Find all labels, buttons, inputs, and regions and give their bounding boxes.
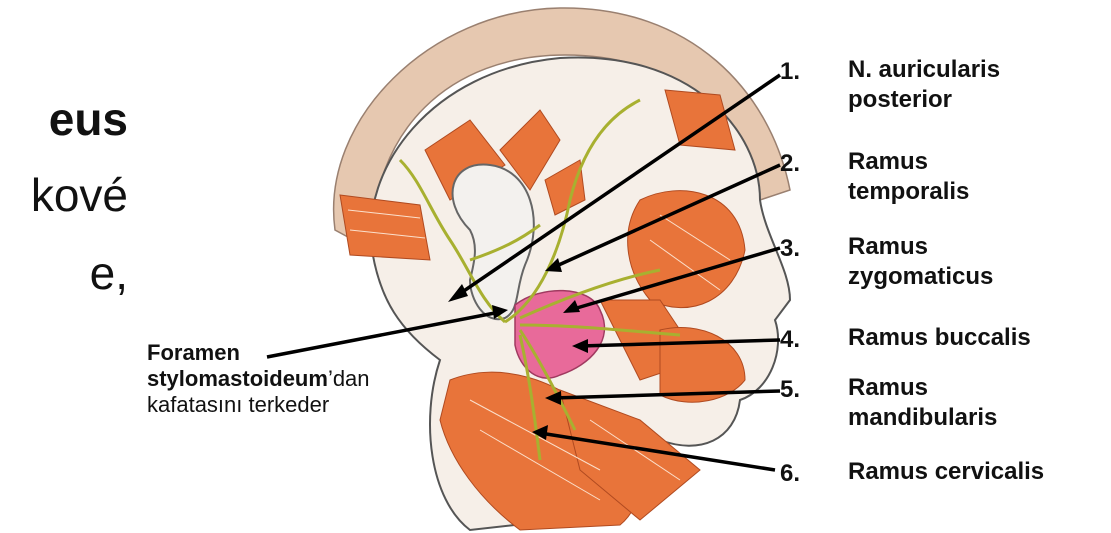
branch-number-5: 5. (780, 376, 810, 404)
branch-number-4: 4. (780, 326, 810, 354)
foramen-line-1: Foramen (147, 340, 367, 366)
branch-label-5-line1: Ramus (848, 373, 997, 403)
foramen-suffix: ’dan (328, 366, 370, 391)
heading-line-1: eus (49, 92, 128, 146)
foramen-line-3: kafatasını terkeder (147, 392, 367, 418)
foramen-term: stylomastoideum (147, 366, 328, 391)
branch-label-2-line2: temporalis (848, 177, 969, 207)
branch-label-5-line2: mandibularis (848, 403, 997, 433)
branch-label-6-line1: Ramus cervicalis (848, 457, 1044, 487)
branch-label-4-line1: Ramus buccalis (848, 323, 1031, 353)
heading-line-2: kové (31, 168, 128, 222)
branch-number-6: 6. (780, 460, 810, 488)
branch-label-3-line1: Ramus (848, 232, 993, 262)
branch-number-3: 3. (780, 235, 810, 263)
foramen-label: Foramen stylomastoideum’dan kafatasını t… (147, 340, 367, 418)
heading-line-3: e, (90, 246, 128, 300)
slide-heading-fragment: eus kové e, (0, 0, 150, 330)
branch-number-2: 2. (780, 150, 810, 178)
branch-label-6: Ramus cervicalis (848, 457, 1044, 487)
branch-label-1-line2: posterior (848, 85, 1000, 115)
branch-label-3-line2: zygomaticus (848, 262, 993, 292)
foramen-line-2: stylomastoideum’dan (147, 366, 367, 392)
branch-number-1: 1. (780, 58, 810, 86)
branch-label-4: Ramus buccalis (848, 323, 1031, 353)
branch-label-1-line1: N. auricularis (848, 55, 1000, 85)
branch-label-2-line1: Ramus (848, 147, 969, 177)
